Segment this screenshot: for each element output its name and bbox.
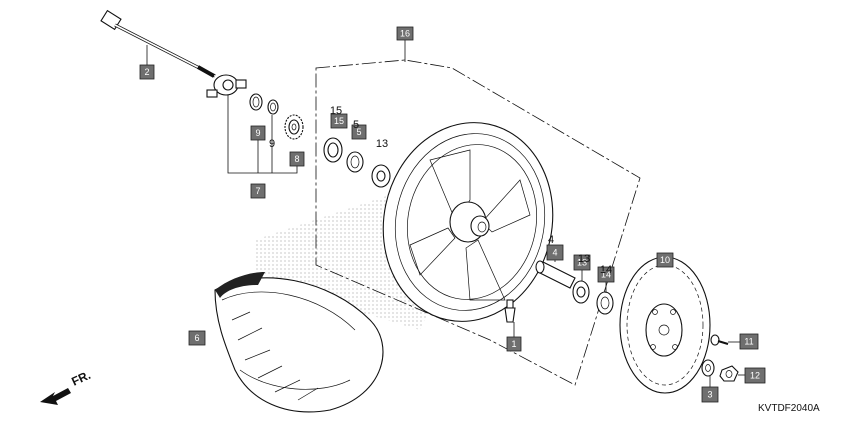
callout-13: 13 bbox=[573, 254, 591, 271]
axle-part bbox=[100, 9, 216, 78]
callout-6: 6 bbox=[188, 330, 206, 346]
brake-disc-part bbox=[619, 256, 711, 394]
callout-5: 5 bbox=[351, 124, 367, 140]
speedometer-gearbox-part bbox=[206, 74, 247, 98]
svg-text:14: 14 bbox=[601, 270, 611, 280]
callout-15: 15 bbox=[330, 113, 348, 129]
svg-text:11: 11 bbox=[744, 337, 753, 347]
washer-part bbox=[249, 93, 263, 111]
svg-text:7: 7 bbox=[255, 186, 260, 196]
disc-bolt-part bbox=[710, 334, 729, 346]
wheel-rim-part bbox=[382, 122, 554, 322]
front-marker-label: FR. bbox=[69, 368, 92, 389]
axle-nut-part bbox=[719, 365, 739, 382]
air-valve-part bbox=[504, 299, 516, 323]
axle-collar-part bbox=[701, 359, 715, 377]
callout-11: 11 bbox=[739, 333, 759, 350]
svg-text:16: 16 bbox=[400, 29, 410, 39]
tire-part bbox=[214, 272, 384, 413]
callout-7: 7 bbox=[250, 183, 266, 199]
svg-text:5: 5 bbox=[356, 127, 361, 137]
callout-10: 10 bbox=[656, 252, 674, 268]
washer-part-2 bbox=[267, 99, 279, 115]
callout-1: 1 bbox=[506, 336, 522, 352]
svg-text:2: 2 bbox=[144, 67, 149, 77]
plain-label-5: 5 bbox=[353, 119, 359, 131]
oil-seal-part bbox=[323, 137, 343, 163]
svg-text:4: 4 bbox=[552, 248, 557, 258]
bearing-right-part bbox=[572, 280, 590, 304]
plain-label-13b: 13 bbox=[578, 253, 590, 265]
plain-label-14: 14 bbox=[600, 264, 612, 276]
callout-12: 12 bbox=[744, 367, 766, 384]
callout-8: 8 bbox=[289, 151, 305, 167]
svg-text:8: 8 bbox=[294, 154, 299, 164]
callout-14: 14 bbox=[597, 266, 615, 283]
svg-text:6: 6 bbox=[194, 333, 199, 343]
plain-label-9: 9 bbox=[269, 138, 275, 150]
svg-text:10: 10 bbox=[660, 255, 670, 265]
circlip-part bbox=[346, 151, 364, 173]
drawing-code: KVTDF2040A bbox=[758, 403, 820, 414]
front-direction-arrow: FR. bbox=[40, 368, 93, 405]
plain-label-4: 4 bbox=[548, 234, 554, 246]
plain-label-13: 13 bbox=[376, 138, 388, 150]
callout-2: 2 bbox=[139, 64, 155, 80]
svg-text:12: 12 bbox=[750, 371, 760, 381]
distance-collar-part bbox=[535, 260, 576, 289]
svg-text:3: 3 bbox=[707, 390, 712, 400]
plain-label-15: 15 bbox=[330, 105, 342, 117]
dust-seal-part bbox=[596, 291, 614, 315]
svg-text:1: 1 bbox=[511, 339, 516, 349]
callout-9: 9 bbox=[250, 125, 266, 141]
bearing-left-part bbox=[371, 164, 391, 188]
callout-3: 3 bbox=[701, 386, 719, 403]
drive-gear-part bbox=[284, 114, 304, 140]
callout-4: 4 bbox=[546, 244, 564, 261]
callout-16: 16 bbox=[396, 26, 414, 41]
svg-text:13: 13 bbox=[577, 258, 587, 268]
svg-text:15: 15 bbox=[334, 116, 344, 126]
svg-text:9: 9 bbox=[255, 128, 260, 138]
